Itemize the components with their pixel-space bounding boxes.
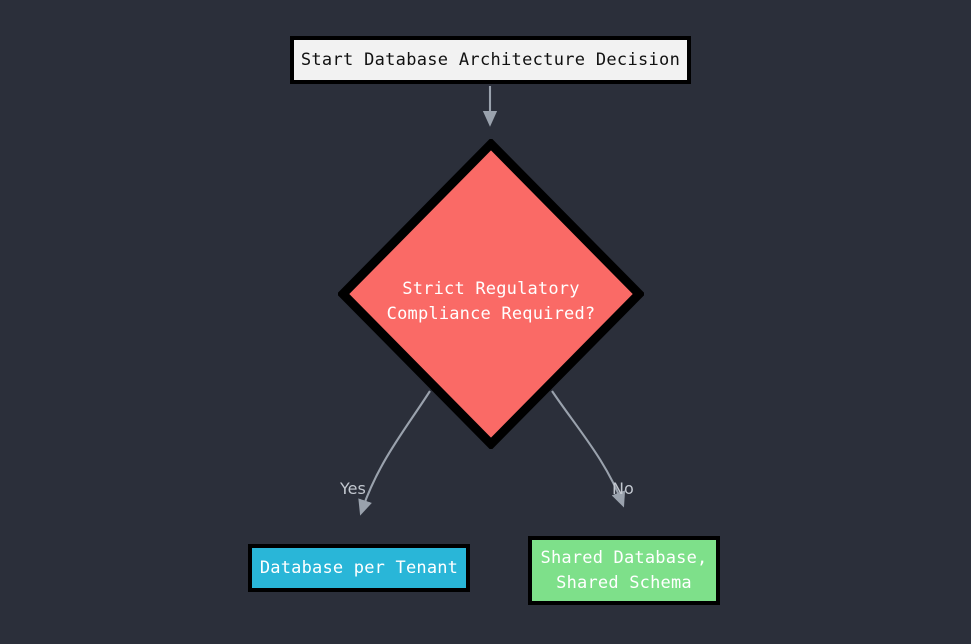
edge-label-no: No bbox=[612, 479, 634, 498]
node-shared-database-shared-schema[interactable]: Shared Database, Shared Schema bbox=[528, 536, 720, 605]
diamond-shape bbox=[338, 139, 644, 449]
node-decision[interactable]: Strict Regulatory Compliance Required? bbox=[338, 139, 644, 449]
node-start[interactable]: Start Database Architecture Decision bbox=[290, 36, 691, 84]
node-decision-label: Strict Regulatory Compliance Required? bbox=[386, 279, 596, 324]
edge-label-yes: Yes bbox=[340, 479, 366, 498]
node-database-per-tenant[interactable]: Database per Tenant bbox=[248, 544, 470, 592]
